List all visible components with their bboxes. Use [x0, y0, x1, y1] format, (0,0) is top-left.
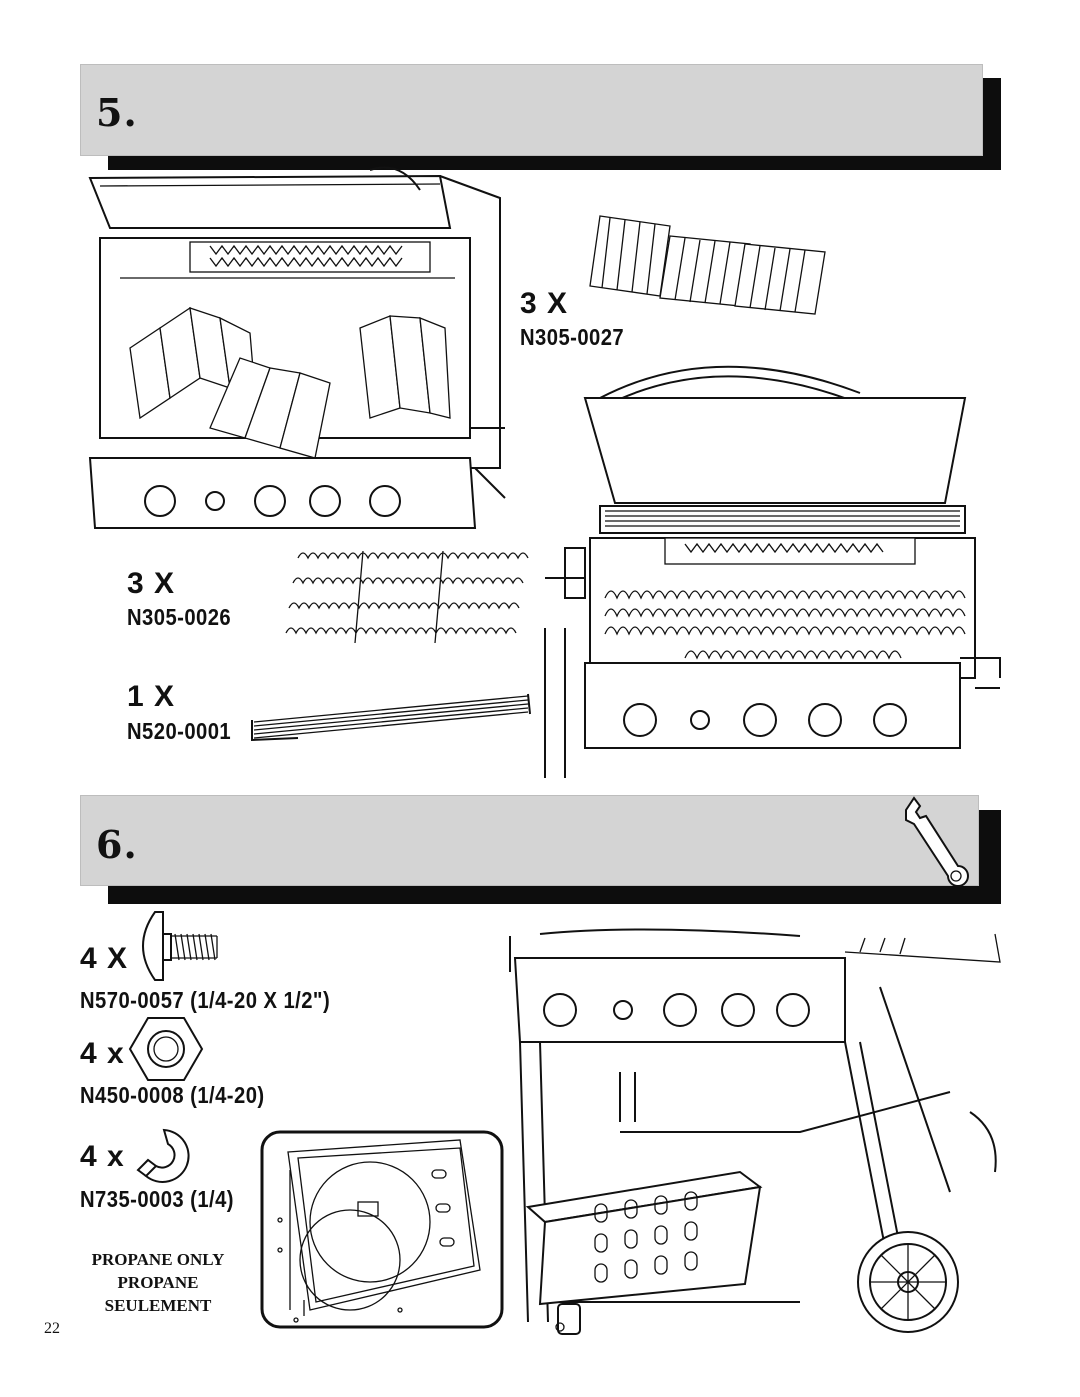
note-line-2: PROPANE	[117, 1273, 199, 1292]
page-number: 22	[44, 1320, 60, 1337]
step-5-number: 5.	[96, 90, 138, 135]
bolt-qty: 4 X	[80, 942, 129, 975]
briquette-tray-qty: 3 X	[127, 567, 176, 600]
step-6-number: 6.	[96, 822, 138, 867]
briquette-tray-part-number: N305-0026	[127, 604, 232, 630]
warming-rack-icon	[251, 693, 531, 742]
warming-rack-part-number: N520-0001	[127, 718, 232, 744]
warming-rack-qty: 1 X	[127, 680, 176, 713]
propane-only-note: PROPANE ONLY PROPANE SEULEMENT	[48, 1248, 268, 1317]
tank-tray-detail-inset	[260, 1130, 504, 1329]
bolt-part-number: N570-0057 (1/4-20 X 1/2")	[80, 987, 331, 1013]
note-line-1: PROPANE ONLY	[91, 1250, 225, 1269]
hex-nut-qty: 4 x	[80, 1037, 125, 1070]
lock-washer-qty: 4 x	[80, 1140, 125, 1173]
briquette-tray-icon	[285, 550, 529, 644]
step-6-panel	[80, 795, 979, 886]
step-5-panel	[80, 64, 983, 156]
heat-tent-qty: 3 X	[520, 287, 569, 320]
wrench-icon	[905, 796, 969, 887]
hex-nut-part-number: N450-0008 (1/4-20)	[80, 1082, 265, 1108]
bolt-icon	[142, 911, 218, 981]
grill-briquette-trays-illustration	[544, 365, 1001, 778]
heat-tent-part-number: N305-0027	[520, 324, 625, 350]
heat-tent-icon	[589, 215, 826, 315]
grill-cart-tank-tray-illustration	[509, 928, 1001, 1335]
lock-washer-part-number: N735-0003 (1/4)	[80, 1186, 234, 1212]
hex-nut-icon	[128, 1017, 204, 1081]
grill-heat-tents-illustration	[88, 166, 506, 529]
lock-washer-icon	[136, 1128, 190, 1183]
note-line-3: SEULEMENT	[104, 1296, 212, 1315]
